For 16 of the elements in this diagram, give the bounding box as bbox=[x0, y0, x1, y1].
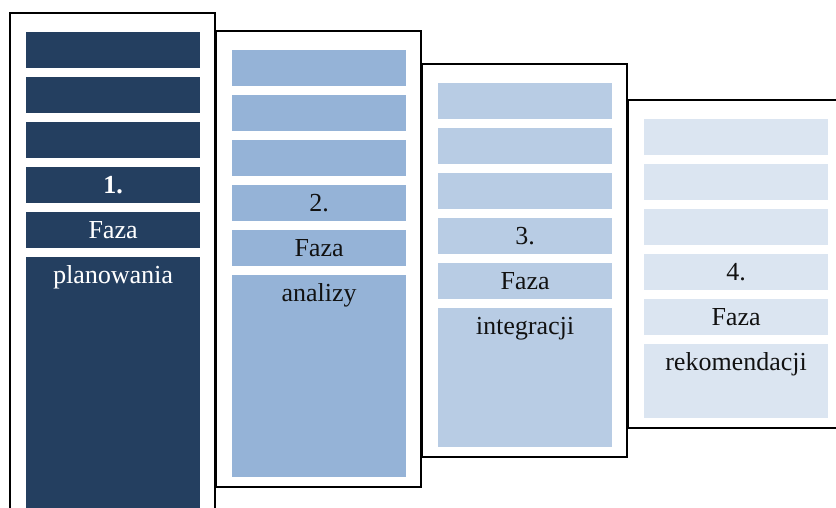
phase-name-bar: analizy bbox=[232, 275, 406, 477]
phase-card bbox=[215, 30, 422, 488]
label-bar: Faza bbox=[644, 299, 828, 335]
phase-card bbox=[421, 63, 628, 458]
phase-card bbox=[627, 99, 836, 429]
label-bar: Faza bbox=[26, 212, 200, 248]
phase-number-bar: 3. bbox=[438, 218, 612, 254]
label-bar: Faza bbox=[438, 263, 612, 299]
phase-number-bar: 2. bbox=[232, 185, 406, 221]
phase-card bbox=[9, 12, 216, 508]
phase-name-bar: planowania bbox=[26, 257, 200, 508]
label-bar: Faza bbox=[232, 230, 406, 266]
phase-number-bar: 1. bbox=[26, 167, 200, 203]
phase-name-bar: integracji bbox=[438, 308, 612, 447]
phase-name-bar: rekomendacji bbox=[644, 344, 828, 418]
phase-number-bar: 4. bbox=[644, 254, 828, 290]
